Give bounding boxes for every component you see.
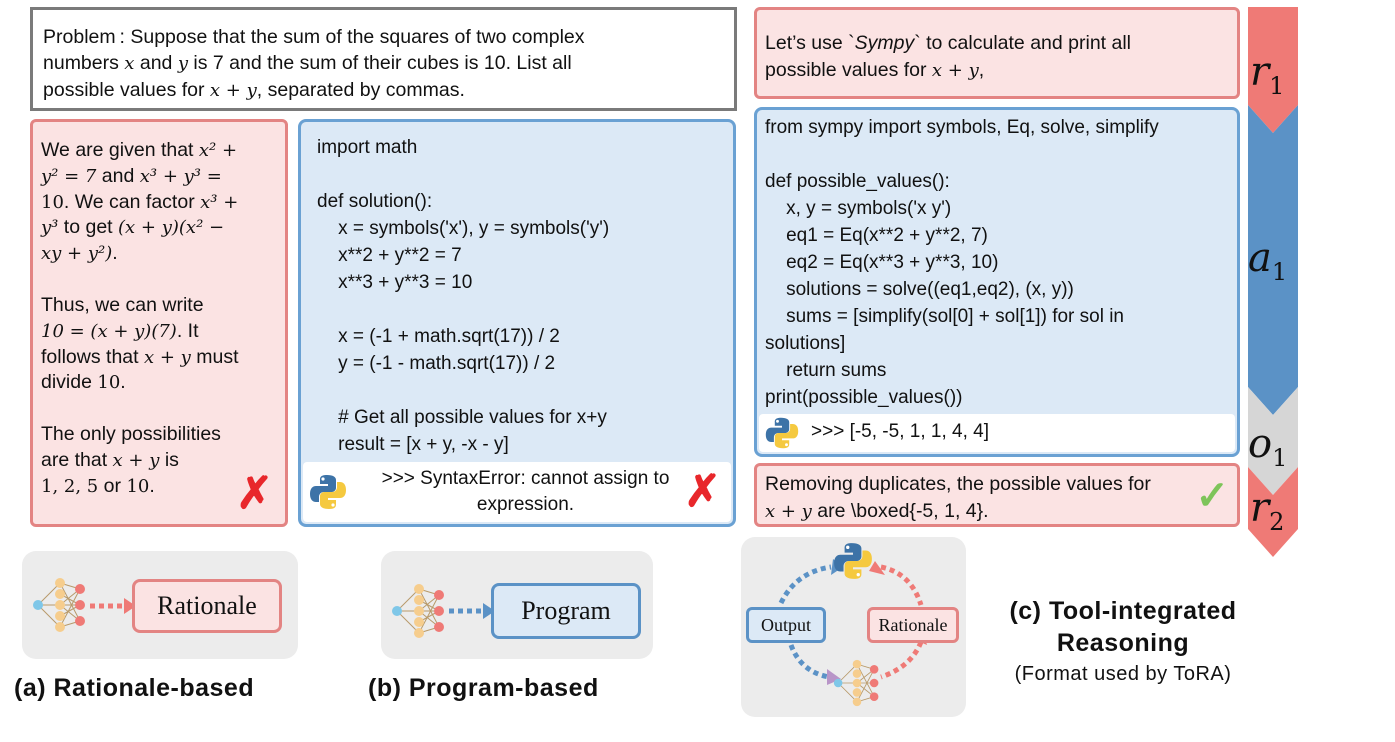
o1-output: >>> [-5, -5, 1, 1, 4, 4] (759, 414, 1235, 452)
code-line: # Get all possible values for x+y (317, 407, 607, 428)
o1-label: o1 (1248, 421, 1288, 472)
python-logo-icon (834, 543, 872, 579)
wrong-mark-icon: ✗ (236, 469, 273, 518)
wrong-mark-icon: ✗ (684, 467, 721, 516)
r1-rationale-panel: Let’s use `Sympy` to calculate and print… (754, 7, 1240, 99)
a1-program-code: from sympy import symbols, Eq, solve, si… (765, 114, 1229, 411)
caption-c: (c) Tool-integrated Reasoning (1009, 597, 1237, 657)
code-line (317, 377, 717, 404)
program-box: Program (491, 583, 641, 639)
program-legend: Program (381, 551, 653, 659)
r1-arrow (1248, 7, 1298, 133)
code-line: return sums (765, 360, 887, 381)
r1-label: r1 (1250, 49, 1285, 100)
code-line: x**3 + y**3 = 10 (317, 272, 473, 293)
code-line: from sympy import symbols, Eq, solve, si… (765, 117, 1159, 138)
code-line: x = (-1 + math.sqrt(17)) / 2 (317, 326, 560, 347)
rationale-box: Rationale (867, 607, 959, 643)
code-line (317, 161, 717, 188)
code-line: y = (-1 - math.sqrt(17)) / 2 (317, 353, 556, 374)
neural-network-icon (33, 578, 85, 632)
program-output: >>> SyntaxError: cannot assign to expres… (303, 462, 731, 522)
python-logo-icon (765, 417, 799, 449)
program-based-panel: import math def solution(): x = symbols('… (298, 119, 736, 527)
code-line: eq1 = Eq(x**2 + y**2, 7) (765, 225, 988, 246)
problem-line-3: possible values for x + y, separated by … (43, 79, 465, 101)
tool-integrated-legend: Output Rationale (741, 537, 966, 717)
o1-arrow (1248, 387, 1298, 495)
problem-line-1: Problem : Suppose that the sum of the sq… (43, 26, 585, 48)
program-code: import math def solution(): x = symbols('… (317, 134, 717, 458)
neural-network-icon (392, 584, 444, 638)
caption-b: (b) Program-based (368, 674, 599, 702)
python-logo-icon (310, 475, 346, 509)
r2-label: r2 (1250, 485, 1285, 536)
r2-arrow (1248, 467, 1298, 557)
output-box: Output (746, 607, 826, 643)
caption-a: (a) Rationale-based (14, 674, 255, 702)
code-line: solutions] (765, 333, 846, 354)
code-line: def possible_values(): (765, 171, 950, 192)
code-line: x, y = symbols('x y') (765, 198, 952, 219)
code-line: solutions = solve((eq1,eq2), (x, y)) (765, 279, 1074, 300)
code-line: print(possible_values()) (765, 387, 963, 408)
a1-label: a1 (1248, 235, 1288, 286)
code-line: def solution(): (317, 191, 433, 212)
problem-statement: Problem : Suppose that the sum of the sq… (30, 7, 737, 111)
rationale-legend: Rationale (22, 551, 298, 659)
problem-line-2: numbers x and y is 7 and the sum of thei… (43, 52, 572, 74)
code-line (317, 296, 717, 323)
rationale-based-panel: We are given that x² + y² = 7 and x³ + y… (30, 119, 288, 527)
code-line: x**2 + y**2 = 7 (317, 245, 462, 266)
dashed-arrow-icon (90, 598, 136, 614)
correct-mark-icon: ✓ (1195, 474, 1229, 518)
side-arrows (1248, 7, 1298, 557)
caption-c-subtitle: (Format used by ToRA) (1014, 663, 1232, 685)
neural-network-icon (833, 659, 879, 707)
rationale-box: Rationale (132, 579, 282, 633)
a1-program-panel: from sympy import symbols, Eq, solve, si… (754, 107, 1240, 457)
a1-arrow (1248, 105, 1298, 415)
code-line: import math (317, 137, 418, 158)
code-line (765, 141, 1229, 168)
code-line: eq2 = Eq(x**3 + y**3, 10) (765, 252, 999, 273)
code-line: result = [x + y, -x - y] (317, 434, 509, 455)
r2-rationale-panel: Removing duplicates, the possible values… (754, 463, 1240, 527)
code-line: x = symbols('x'), y = symbols('y') (317, 218, 610, 239)
code-line: sums = [simplify(sol[0] + sol[1]) for so… (765, 306, 1124, 327)
dashed-arrow-icon (449, 603, 495, 619)
